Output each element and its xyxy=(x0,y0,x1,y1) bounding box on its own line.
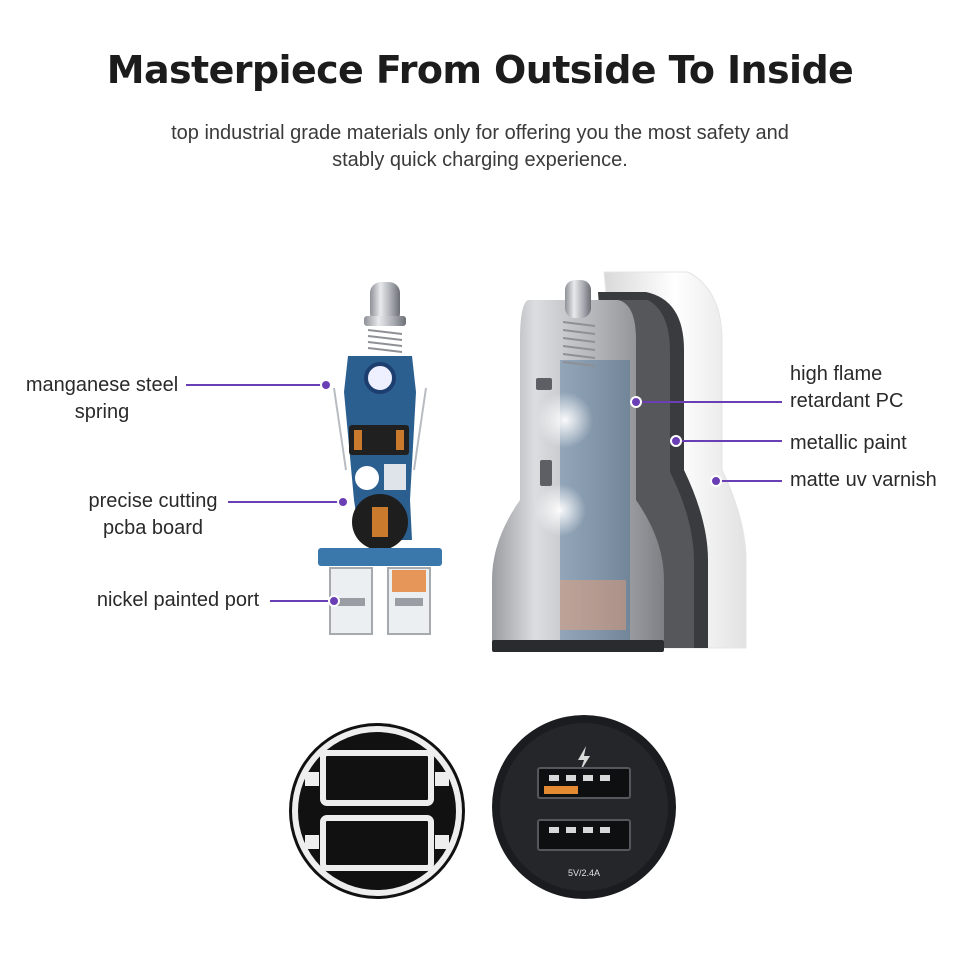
callout-nickel-port: nickel painted port xyxy=(96,589,260,611)
port-outline-bottom xyxy=(320,815,434,871)
page-title: Masterpiece From Outside To Inside xyxy=(106,48,854,92)
callout-dots xyxy=(320,379,722,607)
callout-matte-uv-varnish: matte uv varnish xyxy=(790,469,937,491)
subtitle-line-1: top industrial grade materials only for … xyxy=(171,122,789,144)
internal-component-view xyxy=(318,282,442,635)
port-outline-top xyxy=(320,750,434,806)
lightning-icon xyxy=(578,746,590,772)
callout-metallic-paint: metallic paint xyxy=(790,432,907,454)
callout-manganese-steel-spring: manganese steel spring xyxy=(25,374,179,423)
pc-shell-body xyxy=(492,300,664,648)
callout-lines xyxy=(186,384,782,602)
charger-front-view: 5V/2.4A xyxy=(492,715,676,899)
charger-shell-view xyxy=(492,271,747,652)
inductor-coil xyxy=(349,425,409,455)
callout-pcba-board: precise cutting pcba board xyxy=(88,490,218,539)
port-rating-label: 5V/2.4A xyxy=(568,868,600,878)
capacitor xyxy=(355,466,379,490)
page-subtitle: top industrial grade materials only for … xyxy=(140,120,820,174)
end-view-schematic xyxy=(289,723,465,899)
steel-spring xyxy=(367,329,403,353)
subtitle-line-2: stably quick charging experience. xyxy=(332,149,628,171)
contact-tip xyxy=(370,282,400,324)
callout-flame-retardant-pc: high flame retardant PC xyxy=(790,363,904,412)
